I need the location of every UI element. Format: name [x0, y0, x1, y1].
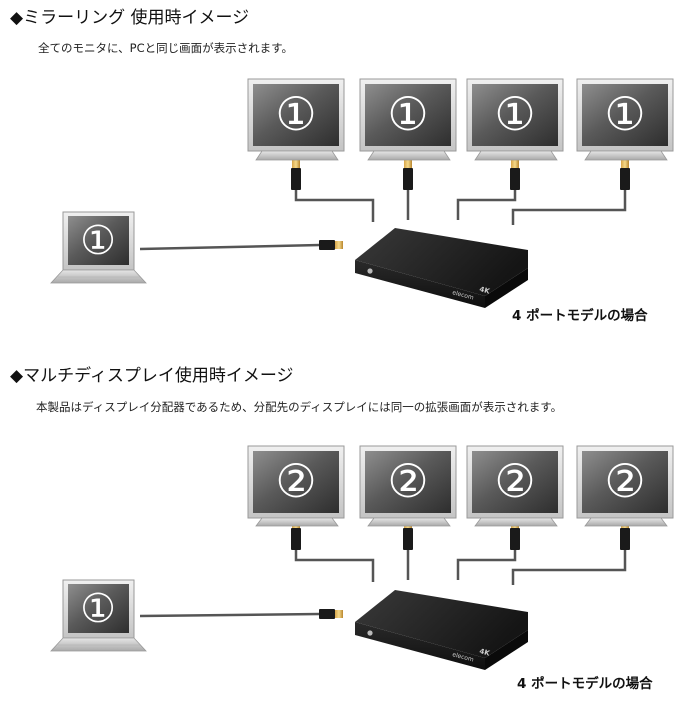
monitor-1: ① — [247, 78, 345, 161]
laptop-cable — [139, 609, 343, 619]
laptop-number: ① — [80, 218, 116, 264]
power-led — [367, 630, 373, 636]
model-caption: 4 ポートモデルの場合 — [512, 308, 648, 324]
model-caption: 4 ポートモデルの場合 — [517, 676, 653, 692]
monitor-3: ② — [466, 445, 564, 527]
connection-diagram: ② ② ② ② ① — [50, 445, 674, 670]
laptop-number: ① — [80, 586, 116, 632]
section-title: ◆マルチディスプレイ使用時イメージ — [10, 366, 294, 386]
connection-diagram: ① ① ① ① ① — [50, 78, 674, 308]
monitor-2: ② — [359, 445, 457, 527]
monitor-2: ① — [359, 78, 457, 161]
monitor-1: ② — [247, 445, 345, 527]
section-title: ◆ミラーリング 使用時イメージ — [10, 8, 250, 28]
monitor-cables — [294, 550, 627, 585]
monitor-number: ① — [494, 87, 535, 141]
monitor-number: ① — [275, 87, 316, 141]
splitter-device: elecom 4K — [355, 590, 528, 670]
monitor-3: ① — [466, 78, 564, 161]
device-badge: 4K — [478, 285, 491, 296]
laptop-cable — [139, 240, 343, 251]
monitor-number: ② — [275, 454, 316, 508]
monitor-number: ② — [494, 454, 535, 508]
laptop: ① — [50, 211, 147, 284]
section-description: 本製品はディスプレイ分配器であるため、分配先のディスプレイには同一の拡張画面が表… — [36, 400, 563, 414]
monitor-number: ② — [604, 454, 645, 508]
monitor-4: ② — [576, 445, 674, 527]
monitor-plugs — [291, 518, 630, 550]
monitor-cables — [294, 190, 627, 225]
monitor-plugs — [291, 158, 630, 190]
power-led — [367, 268, 373, 274]
splitter-device: elecom 4K — [355, 228, 528, 308]
device-badge: 4K — [478, 647, 491, 658]
monitor-number: ① — [604, 87, 645, 141]
monitor-number: ② — [387, 454, 428, 508]
monitor-4: ① — [576, 78, 674, 161]
monitor-number: ① — [387, 87, 428, 141]
section-multi-display: ◆マルチディスプレイ使用時イメージ 本製品はディスプレイ分配器であるため、分配先… — [0, 360, 700, 710]
section-description: 全てのモニタに、PCと同じ画面が表示されます。 — [38, 41, 293, 55]
section-mirroring: ◆ミラーリング 使用時イメージ 全てのモニタに、PCと同じ画面が表示されます。 … — [0, 0, 700, 350]
laptop: ① — [50, 579, 147, 652]
